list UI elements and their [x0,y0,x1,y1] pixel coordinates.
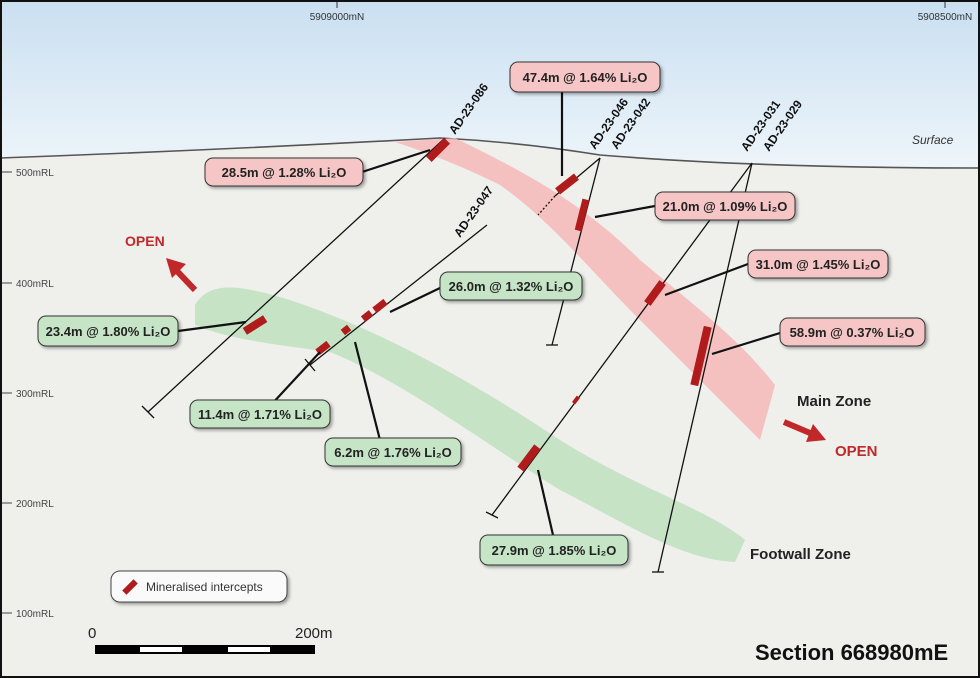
arrow-head-icon [166,258,186,278]
intercept-marker [372,298,388,314]
callout-footwall: 23.4m @ 1.80% Li₂O [37,315,179,347]
svg-text:27.9m @ 1.85% Li₂O: 27.9m @ 1.85% Li₂O [492,543,617,558]
main-zone-body [395,138,775,440]
drill-hole-trace [147,137,446,413]
open-label-right: OPEN [835,443,878,460]
callout-main: 58.9m @ 0.37% Li₂O [779,317,926,347]
leader-lines [177,92,781,536]
intercept-marker [555,173,579,195]
intercept-marker [574,198,590,232]
drill-hole-trace [537,195,556,216]
sky [0,0,980,168]
svg-text:26.0m @ 1.32% Li₂O: 26.0m @ 1.32% Li₂O [449,279,574,294]
intercept-marker [690,325,712,387]
open-arrow-right [782,419,826,442]
hole-end-tick [141,405,155,419]
rl-label: 300mRL [16,389,54,400]
drill-hole-trace [491,162,753,516]
northing-label: 5909000mN [310,12,364,23]
intercept-marker [644,280,666,306]
rl-label: 500mRL [16,168,54,179]
hole-end-tick [485,511,499,519]
callout-footwall: 27.9m @ 1.85% Li₂O [479,534,629,566]
footwall-zone-label: Footwall Zone [750,546,851,563]
scale-end-label: 200m [295,625,333,642]
drill-hole-trace [309,224,488,366]
open-label-left: OPEN [125,233,165,249]
hole-end-tick [304,358,316,372]
surface-line [0,137,980,169]
svg-text:31.0m @ 1.45% Li₂O: 31.0m @ 1.45% Li₂O [756,257,881,272]
legend [110,570,288,603]
scale-start-label: 0 [88,625,96,642]
svg-text:58.9m @ 0.37% Li₂O: 58.9m @ 0.37% Li₂O [790,325,915,340]
callout-footwall: 11.4m @ 1.71% Li₂O [189,399,331,429]
svg-text:28.5m @ 1.28% Li₂O: 28.5m @ 1.28% Li₂O [222,165,347,180]
arrow-head-icon [806,424,826,442]
intercepts [242,137,712,472]
callout-main: 31.0m @ 1.45% Li₂O [747,249,889,279]
intercept-marker [242,315,268,335]
drill-hole-trace [657,162,753,573]
svg-text:21.0m @ 1.09% Li₂O: 21.0m @ 1.09% Li₂O [663,199,788,214]
callout-main: 21.0m @ 1.09% Li₂O [654,191,796,221]
intercept-marker [571,395,581,405]
intercept-marker [340,324,352,336]
intercept-marker [425,137,451,163]
rl-label: 100mRL [16,609,54,620]
svg-text:23.4m @ 1.80% Li₂O: 23.4m @ 1.80% Li₂O [46,324,171,339]
rl-label: 400mRL [16,279,54,290]
northing-label: 5908500mN [918,12,972,23]
svg-text:47.4m @ 1.64% Li₂O: 47.4m @ 1.64% Li₂O [523,70,648,85]
svg-text:6.2m @ 1.76% Li₂O: 6.2m @ 1.76% Li₂O [334,445,451,460]
rl-label: 200mRL [16,499,54,510]
open-arrow-left [166,258,198,293]
scale-bar [95,645,315,654]
main-zone-label: Main Zone [797,393,871,410]
drill-hole-trace [551,157,601,346]
surface-label: Surface [912,133,954,147]
svg-text:11.4m @ 1.71% Li₂O: 11.4m @ 1.71% Li₂O [198,407,322,422]
intercept-legend-icon [122,579,138,595]
callout-main: 47.4m @ 1.64% Li₂O [509,61,661,93]
intercept-marker [517,444,541,472]
section-title: Section 668980mE [755,640,948,665]
callout-footwall: 26.0m @ 1.32% Li₂O [439,271,583,301]
intercept-marker [360,310,374,322]
footwall-zone-body [195,287,745,562]
callout-footwall: 6.2m @ 1.76% Li₂O [324,437,462,467]
callout-main: 28.5m @ 1.28% Li₂O [204,157,364,187]
legend-label: Mineralised intercepts [146,580,263,594]
